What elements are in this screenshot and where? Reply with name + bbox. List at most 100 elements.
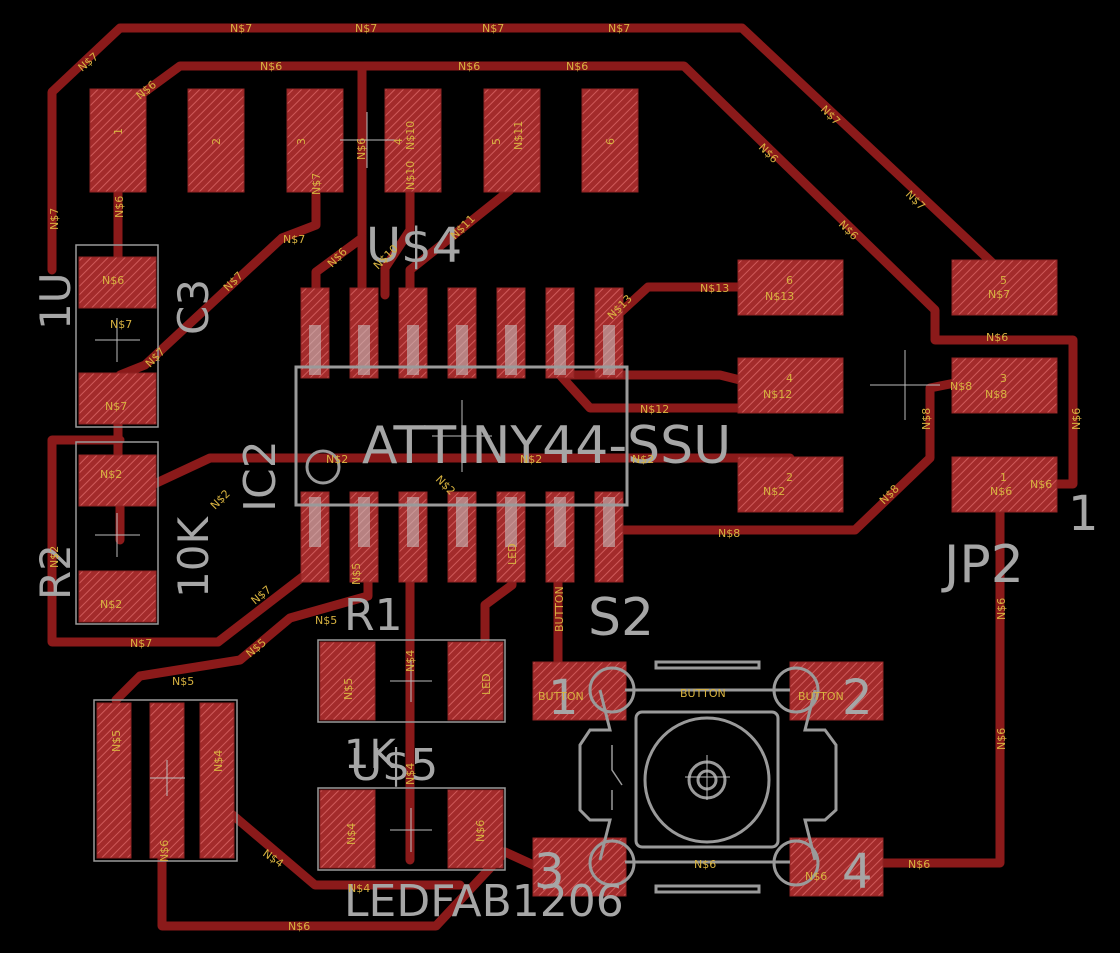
led-pad-1[interactable] xyxy=(319,789,376,869)
net-label: N$6 xyxy=(102,274,124,287)
u5-pad-3[interactable] xyxy=(199,702,235,859)
c3-pad-1[interactable] xyxy=(78,256,157,309)
label-jp2-pin1: 1 xyxy=(1068,486,1099,542)
trace-n12 xyxy=(555,370,765,413)
pad-num-h2: 2 xyxy=(210,138,223,145)
net-label: N$6 xyxy=(113,196,126,218)
pad-h1[interactable] xyxy=(89,88,147,193)
net-label: N$7 xyxy=(48,208,61,230)
pad-h6[interactable] xyxy=(581,88,639,193)
s2-button-body xyxy=(578,660,838,894)
net-label: N$12 xyxy=(763,388,792,401)
net-label: N$13 xyxy=(765,290,794,303)
net-label: N$6 xyxy=(908,858,930,871)
net-label: N$7 xyxy=(355,22,377,35)
net-label: N$6 xyxy=(260,60,282,73)
pad-j5[interactable] xyxy=(951,259,1058,316)
net-label: N$6 xyxy=(566,60,588,73)
net-label: N$8 xyxy=(985,388,1007,401)
pad-num-h4: 4 xyxy=(392,138,405,145)
net-label: BUTTON xyxy=(680,687,726,700)
pad-h5[interactable] xyxy=(483,88,541,193)
r1-pad-2[interactable] xyxy=(447,641,504,721)
net-label: N$10 xyxy=(404,161,417,190)
net-label: N$5 xyxy=(172,675,194,688)
label-ic-name: IC2 xyxy=(235,440,286,512)
trace-n4-bottom xyxy=(210,795,465,890)
label-r1-name: R1 xyxy=(344,590,403,641)
c3-outline xyxy=(75,244,159,428)
label-s2-pin2: 2 xyxy=(842,670,873,726)
net-label: N$6 xyxy=(458,60,480,73)
ic2-pin1-marker xyxy=(305,449,341,485)
trace-n8 xyxy=(605,377,965,535)
label-s2: S2 xyxy=(588,588,654,648)
pad-j6[interactable] xyxy=(737,259,844,316)
net-label: N$7 xyxy=(988,288,1010,301)
net-label: N$7 xyxy=(230,22,252,35)
net-label: N$6 xyxy=(1070,408,1083,430)
net-label: N$5 xyxy=(315,614,337,627)
pad-num-j3: 3 xyxy=(1000,372,1007,385)
label-led-value: LEDFAB1206 xyxy=(344,876,624,927)
pad-h2[interactable] xyxy=(187,88,245,193)
trace-n2 xyxy=(115,453,795,545)
net-label: N$12 xyxy=(640,403,669,416)
net-label: BUTTON xyxy=(553,586,566,632)
net-label: N$8 xyxy=(950,380,972,393)
u5-pad-1[interactable] xyxy=(96,702,132,859)
net-label: BUTTON xyxy=(538,690,584,703)
pad-num-h1: 1 xyxy=(112,128,125,135)
r2-pad-2[interactable] xyxy=(78,570,157,623)
pad-num-j6: 6 xyxy=(786,274,793,287)
net-label: N$10 xyxy=(404,121,417,150)
net-label: N$6 xyxy=(158,840,171,862)
net-label: N$5 xyxy=(110,730,123,752)
trace-n6-bottom xyxy=(157,835,545,931)
ic-pin-stripes xyxy=(309,325,615,547)
net-label: N$4 xyxy=(345,823,358,845)
pad-j2[interactable] xyxy=(737,456,844,513)
pad-j3[interactable] xyxy=(951,357,1058,414)
r1-outline xyxy=(317,639,506,723)
pad-num-j4: 4 xyxy=(786,372,793,385)
net-label: N$7 xyxy=(482,22,504,35)
pad-h3[interactable] xyxy=(286,88,344,193)
net-label: N$7 xyxy=(105,400,127,413)
r1-pad-1[interactable] xyxy=(319,641,376,721)
pad-num-j1: 1 xyxy=(1000,471,1007,484)
net-label: N$6 xyxy=(805,870,827,883)
net-label: N$6 xyxy=(288,920,310,933)
net-label: N$4 xyxy=(404,650,417,672)
c3-pad-2[interactable] xyxy=(78,372,157,425)
origin-crosshairs xyxy=(95,112,940,852)
net-label: N$7 xyxy=(110,318,132,331)
net-label: N$11 xyxy=(512,121,525,150)
net-label: N$4 xyxy=(212,750,225,772)
net-label: N$7 xyxy=(130,637,152,650)
net-label: N$2 xyxy=(100,598,122,611)
net-label: N$6 xyxy=(990,485,1012,498)
label-s2-pin1: 1 xyxy=(548,670,579,726)
net-label: N$7 xyxy=(903,188,928,213)
net-label: N$2 xyxy=(326,453,348,466)
trace-n7-diag xyxy=(115,175,321,380)
net-label: N$2 xyxy=(632,453,654,466)
label-us4: U$4 xyxy=(366,218,462,274)
pad-j4[interactable] xyxy=(737,357,844,414)
led-pad-2[interactable] xyxy=(447,789,504,869)
label-us5: U$5 xyxy=(350,740,438,791)
label-s2-pin4: 4 xyxy=(842,844,873,900)
net-label: N$6 xyxy=(694,858,716,871)
smd-pads xyxy=(78,88,1058,897)
net-label: BUTTON xyxy=(798,690,844,703)
r2-outline xyxy=(75,441,159,625)
pad-num-h3: 3 xyxy=(295,138,308,145)
net-label: N$2 xyxy=(100,468,122,481)
s2-pad-4[interactable] xyxy=(789,837,884,897)
label-s2-pin3: 3 xyxy=(534,844,565,900)
r2-pad-1[interactable] xyxy=(78,454,157,507)
u5-outline xyxy=(93,699,238,862)
pad-j1[interactable] xyxy=(951,456,1058,513)
